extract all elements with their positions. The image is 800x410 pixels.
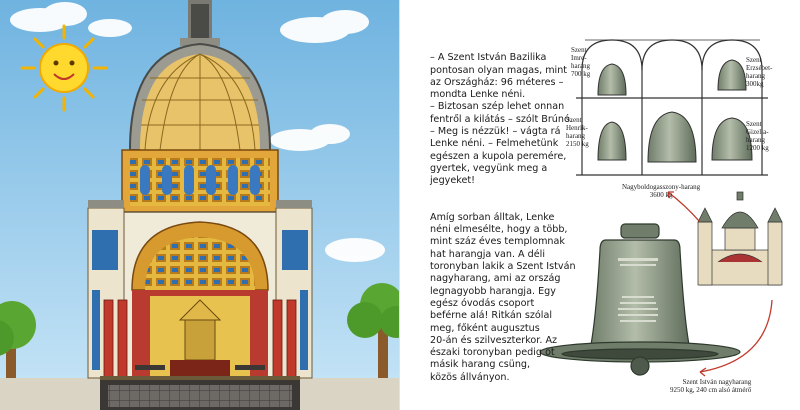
label-imre-bell: Szent Imre- harang 700 kg [571, 46, 591, 78]
dome-ribs [141, 53, 259, 151]
altar [170, 299, 230, 378]
drum-windows [140, 165, 260, 195]
tree-right [347, 283, 400, 380]
story-text: – A Szent István Bazilika pontosan olyan… [430, 40, 595, 408]
basilica-cross-section [0, 0, 400, 410]
bell-inscription [618, 258, 658, 322]
bells-illustration [539, 39, 783, 377]
cloud-left [10, 2, 132, 37]
great-bell [539, 223, 741, 376]
cloud-right [270, 10, 385, 262]
right-page: Szent Imre- harang 700 kg Szent Erzsébet… [400, 0, 800, 410]
label-henrik-bell: Szent Henrik- harang 2150 kg [566, 116, 589, 148]
story-paragraph-2: Amíg sorban álltak, Lenke néni elmesélte… [430, 211, 576, 383]
basilica-illustration [0, 0, 400, 410]
bell-frame [576, 39, 768, 176]
label-erzsebet-bell: Szent Erzsébet- harang 300kg [746, 56, 773, 88]
pews [135, 365, 265, 370]
label-gizella-bell: Szent Gizella- harang 1200 kg [746, 120, 769, 152]
blue-panels [92, 230, 308, 370]
tree-left [0, 301, 36, 380]
story-paragraph-1: – A Szent István Bazilika pontosan olyan… [430, 52, 573, 187]
label-great-bell: Szent István nagyharang 9250 kg, 240 cm … [670, 378, 752, 394]
smiling-sun [20, 24, 108, 112]
red-arrows [667, 191, 773, 377]
lantern [180, 0, 220, 46]
label-nagyboldogasszony-bell: Nagyboldogasszony-harang 3600 kg [622, 183, 701, 199]
small-basilica [697, 191, 783, 286]
small-bells [597, 59, 753, 163]
